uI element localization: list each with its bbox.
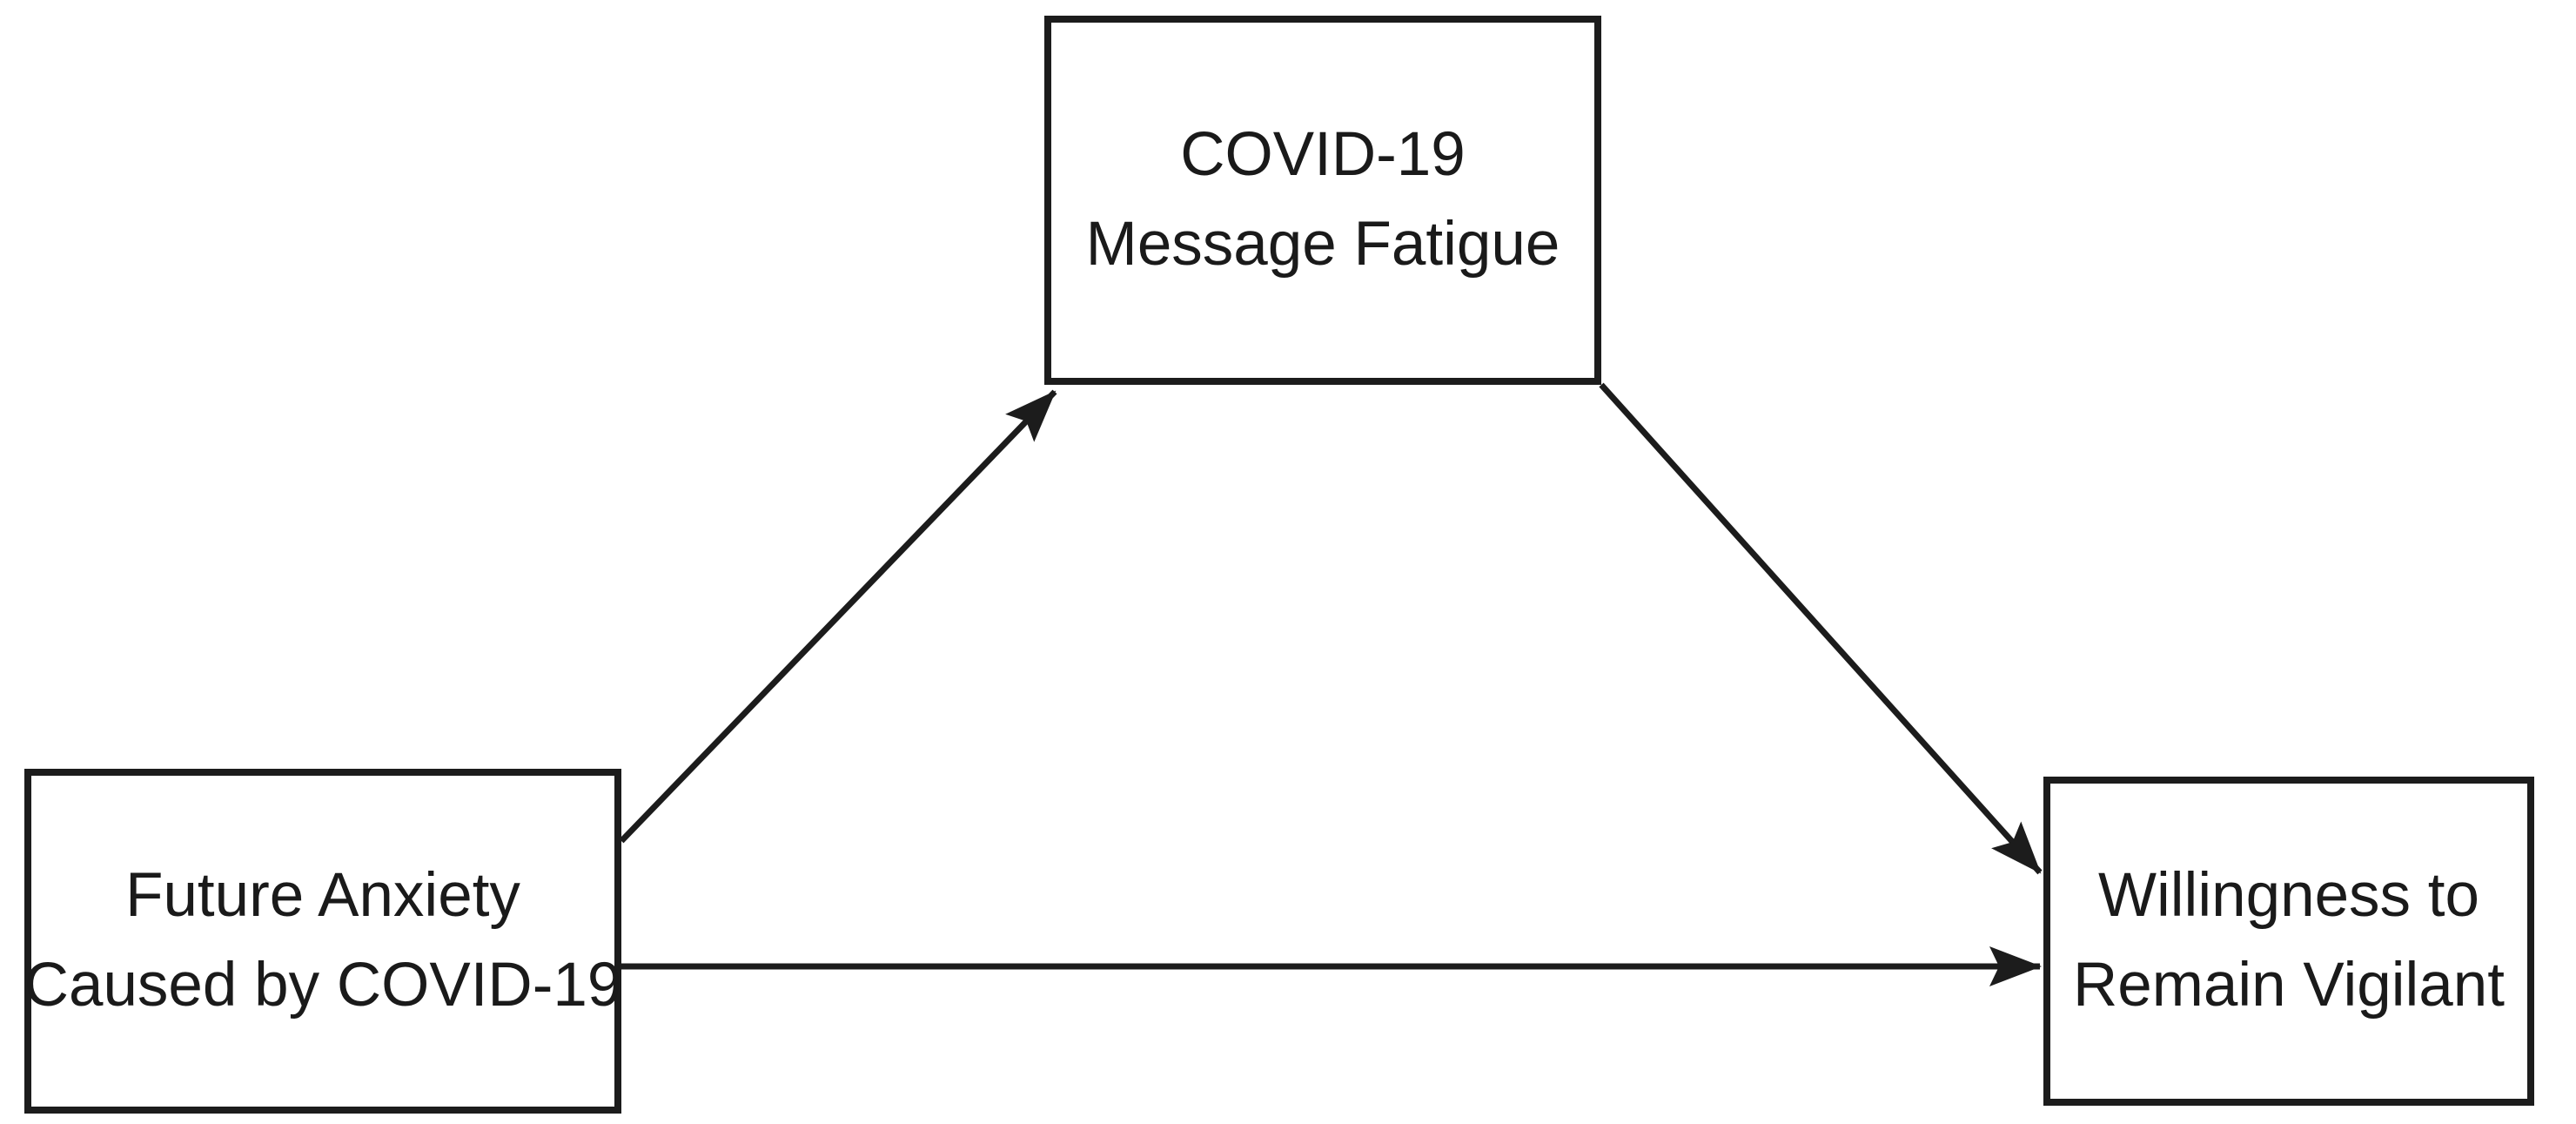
- node-message-fatigue-label-line1: COVID-19: [1180, 120, 1466, 190]
- node-future-anxiety-label-line1: Future Anxiety: [125, 861, 520, 931]
- arrow-mediator-to-outcome: [1599, 382, 2043, 875]
- node-willingness-vigilant-label-line2: Remain Vigilant: [2073, 951, 2505, 1020]
- node-willingness-vigilant: Willingness to Remain Vigilant: [2043, 777, 2534, 1106]
- node-future-anxiety-label-line2: Caused by COVID-19: [23, 951, 622, 1020]
- node-message-fatigue: COVID-19 Message Fatigue: [1044, 16, 1601, 385]
- node-willingness-vigilant-label-line1: Willingness to: [2098, 861, 2479, 931]
- node-message-fatigue-label-line2: Message Fatigue: [1085, 210, 1560, 279]
- node-future-anxiety: Future Anxiety Caused by COVID-19: [24, 769, 621, 1114]
- arrow-predictor-to-mediator: [619, 389, 1057, 844]
